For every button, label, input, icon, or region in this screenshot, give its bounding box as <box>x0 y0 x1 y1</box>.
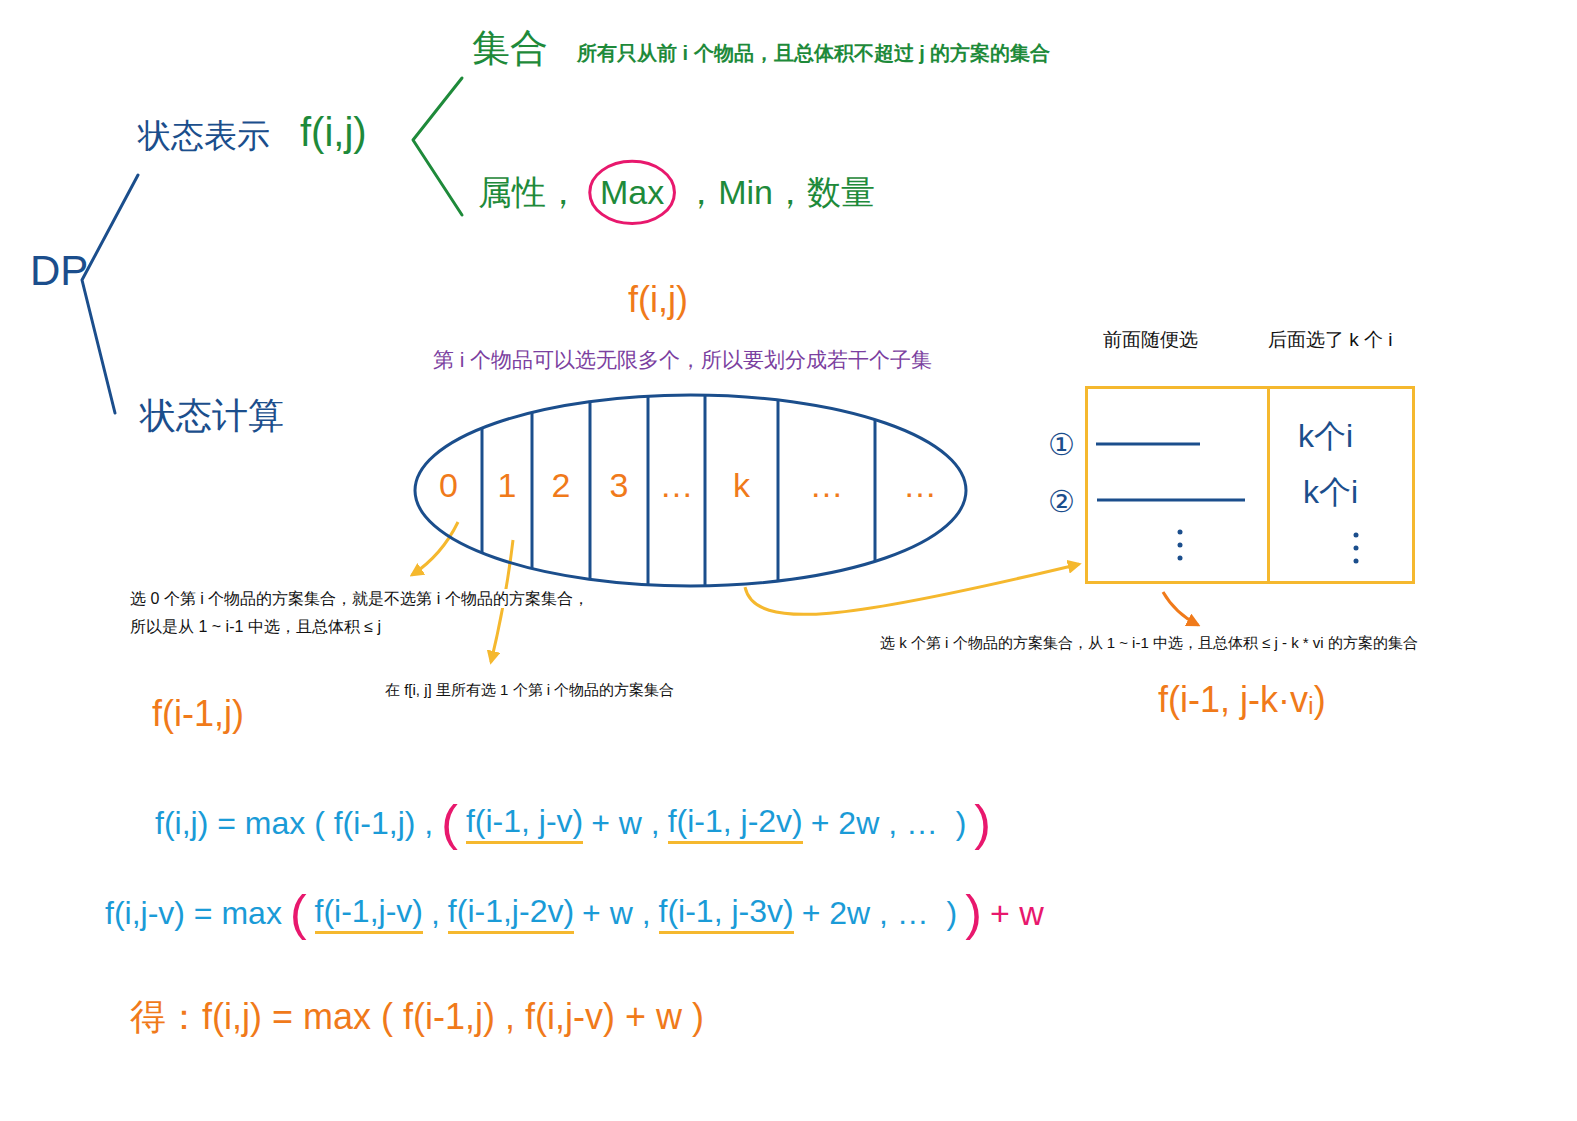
dot <box>1354 559 1359 564</box>
leader-arrow <box>1163 592 1198 625</box>
highlight-circle: Max <box>588 160 676 225</box>
dot <box>1178 530 1183 535</box>
node-text: k个i <box>1303 473 1358 511</box>
node-text: 前面随便选 <box>1103 329 1198 352</box>
tree-branch <box>82 175 138 413</box>
formula-text: + w , <box>582 894 650 932</box>
note-text: ，Min，数量 <box>684 172 875 213</box>
formula-text: f(i-1, j-v) <box>466 802 583 844</box>
segment-divider <box>531 412 534 568</box>
segment-divider <box>704 395 707 586</box>
node-text: 1 <box>498 465 517 506</box>
note-text: 选 0 个第 i 个物品的方案集合，就是不选第 i 个物品的方案集合， <box>128 589 591 608</box>
formula-text: + w , <box>591 804 659 842</box>
node-text: … <box>810 465 844 506</box>
note-text: f(i,j) <box>300 108 367 156</box>
note-text: f(i-1, j-k·vᵢ) <box>1158 678 1326 721</box>
note-text: 状态计算 <box>140 394 284 437</box>
node-text: Max <box>600 173 664 211</box>
formula-text: f(i,j-v) = max <box>105 894 282 932</box>
segment-divider <box>647 396 650 585</box>
note-text: 所以是从 1 ~ i-1 中选，且总体积 ≤ j <box>128 617 383 636</box>
green-bracket <box>413 78 462 215</box>
formula-text: + 2w , … ) <box>802 894 958 932</box>
formula-text: ) <box>965 883 982 943</box>
text-row: f(i,j-v) = max(f(i-1,j-v),f(i-1,j-2v)+ w… <box>105 883 1044 943</box>
count-column: 后面选了 k 个 ik个ik个i <box>1270 386 1415 584</box>
formula-text: f(i-1, j-2v) <box>668 802 803 844</box>
node-text: ① <box>1048 427 1075 463</box>
dot <box>1354 546 1359 551</box>
node-text: 后面选了 k 个 i <box>1268 329 1393 352</box>
node-text: 3 <box>610 465 629 506</box>
segment-divider <box>874 420 877 562</box>
formula-text: ) <box>974 793 991 853</box>
choice-column: 前面随便选①② <box>1085 386 1270 584</box>
note-text: 集合 <box>472 26 548 72</box>
note-text: 选 k 个第 i 个物品的方案集合，从 1 ~ i-1 中选，且总体积 ≤ j … <box>880 634 1418 652</box>
formula-text: ( <box>290 883 307 943</box>
note-text: DP <box>30 246 88 296</box>
segment-divider <box>589 402 592 580</box>
set-ellipse: 0123 … k … … <box>413 393 968 588</box>
formula-text: ( <box>441 793 458 853</box>
segment-divider <box>777 400 780 581</box>
formula-text: f(i,j) = max ( f(i-1,j) , <box>155 804 433 842</box>
note-text: f(i-1,j) <box>152 692 244 735</box>
node-text: ② <box>1048 484 1075 520</box>
segment-divider <box>481 428 484 553</box>
leader-arrow <box>412 522 458 575</box>
choice-stroke <box>1096 443 1200 446</box>
dot <box>1178 556 1183 561</box>
note-text: 属性， <box>478 172 580 213</box>
formula-text: 得：f(i,j) = max ( f(i-1,j) , f(i,j-v) + w… <box>130 995 704 1038</box>
node-text: 0 <box>439 465 458 506</box>
note-text: 状态表示 <box>138 116 270 156</box>
formula-text: , <box>431 894 440 932</box>
circle-shape <box>590 161 675 223</box>
node-text: k个i <box>1298 417 1353 455</box>
note-text: 所有只从前 i 个物品，且总体积不超过 j 的方案的集合 <box>577 41 1050 65</box>
node-text: k <box>733 465 750 506</box>
note-text: 第 i 个物品可以选无限多个，所以要划分成若干个子集 <box>433 347 932 372</box>
node-text: … <box>660 465 694 506</box>
formula-text: f(i-1, j-3v) <box>659 892 794 934</box>
text-row: f(i,j) = max ( f(i-1,j) ,(f(i-1, j-v)+ w… <box>155 793 991 853</box>
formula-text: f(i-1,j-v) <box>315 892 423 934</box>
ellipse-shape <box>415 395 966 586</box>
node-text: … <box>903 465 937 506</box>
formula-text: f(i-1,j-2v) <box>448 892 574 934</box>
connector-arrow <box>745 564 1079 614</box>
text-row: 属性， Max ，Min，数量 <box>478 160 875 225</box>
node-text: 2 <box>552 465 571 506</box>
note-text: 在 f[i, j] 里所有选 1 个第 i 个物品的方案集合 <box>385 681 674 699</box>
choice-stroke <box>1097 499 1245 502</box>
dot <box>1178 543 1183 548</box>
dot <box>1354 533 1359 538</box>
formula-text: + w <box>990 893 1044 934</box>
formula-text: + 2w , … ) <box>811 804 967 842</box>
note-text: f(i,j) <box>628 278 688 321</box>
